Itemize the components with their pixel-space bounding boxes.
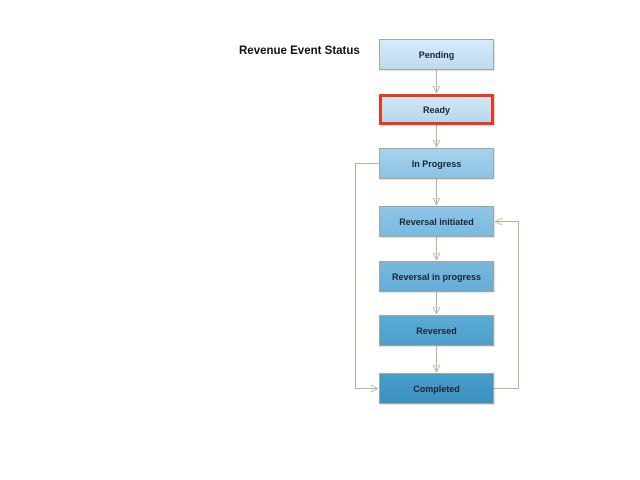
- node-completed: Completed: [379, 373, 494, 404]
- node-in-progress-label: In Progress: [411, 158, 462, 169]
- node-reversed-label: Reversed: [416, 325, 457, 336]
- node-pending-label: Pending: [418, 49, 455, 60]
- arrow-in-progress-to-completed-loop: [355, 163, 379, 389]
- node-pending: Pending: [379, 39, 494, 70]
- node-reversal-initiated: Reversal initiated: [379, 206, 494, 237]
- node-reversal-in-progress-label: Reversal in progress: [391, 271, 482, 282]
- node-ready: Ready: [379, 94, 494, 125]
- node-reversal-initiated-label: Reversal initiated: [399, 216, 474, 227]
- arrow-completed-to-reversal-initiated-loop: [494, 222, 519, 389]
- node-reversal-in-progress: Reversal in progress: [379, 261, 494, 292]
- node-completed-label: Completed: [413, 383, 460, 394]
- node-ready-label: Ready: [422, 104, 450, 115]
- node-reversed: Reversed: [379, 315, 494, 346]
- node-in-progress: In Progress: [379, 148, 494, 179]
- diagram-title: Revenue Event Status: [239, 45, 360, 57]
